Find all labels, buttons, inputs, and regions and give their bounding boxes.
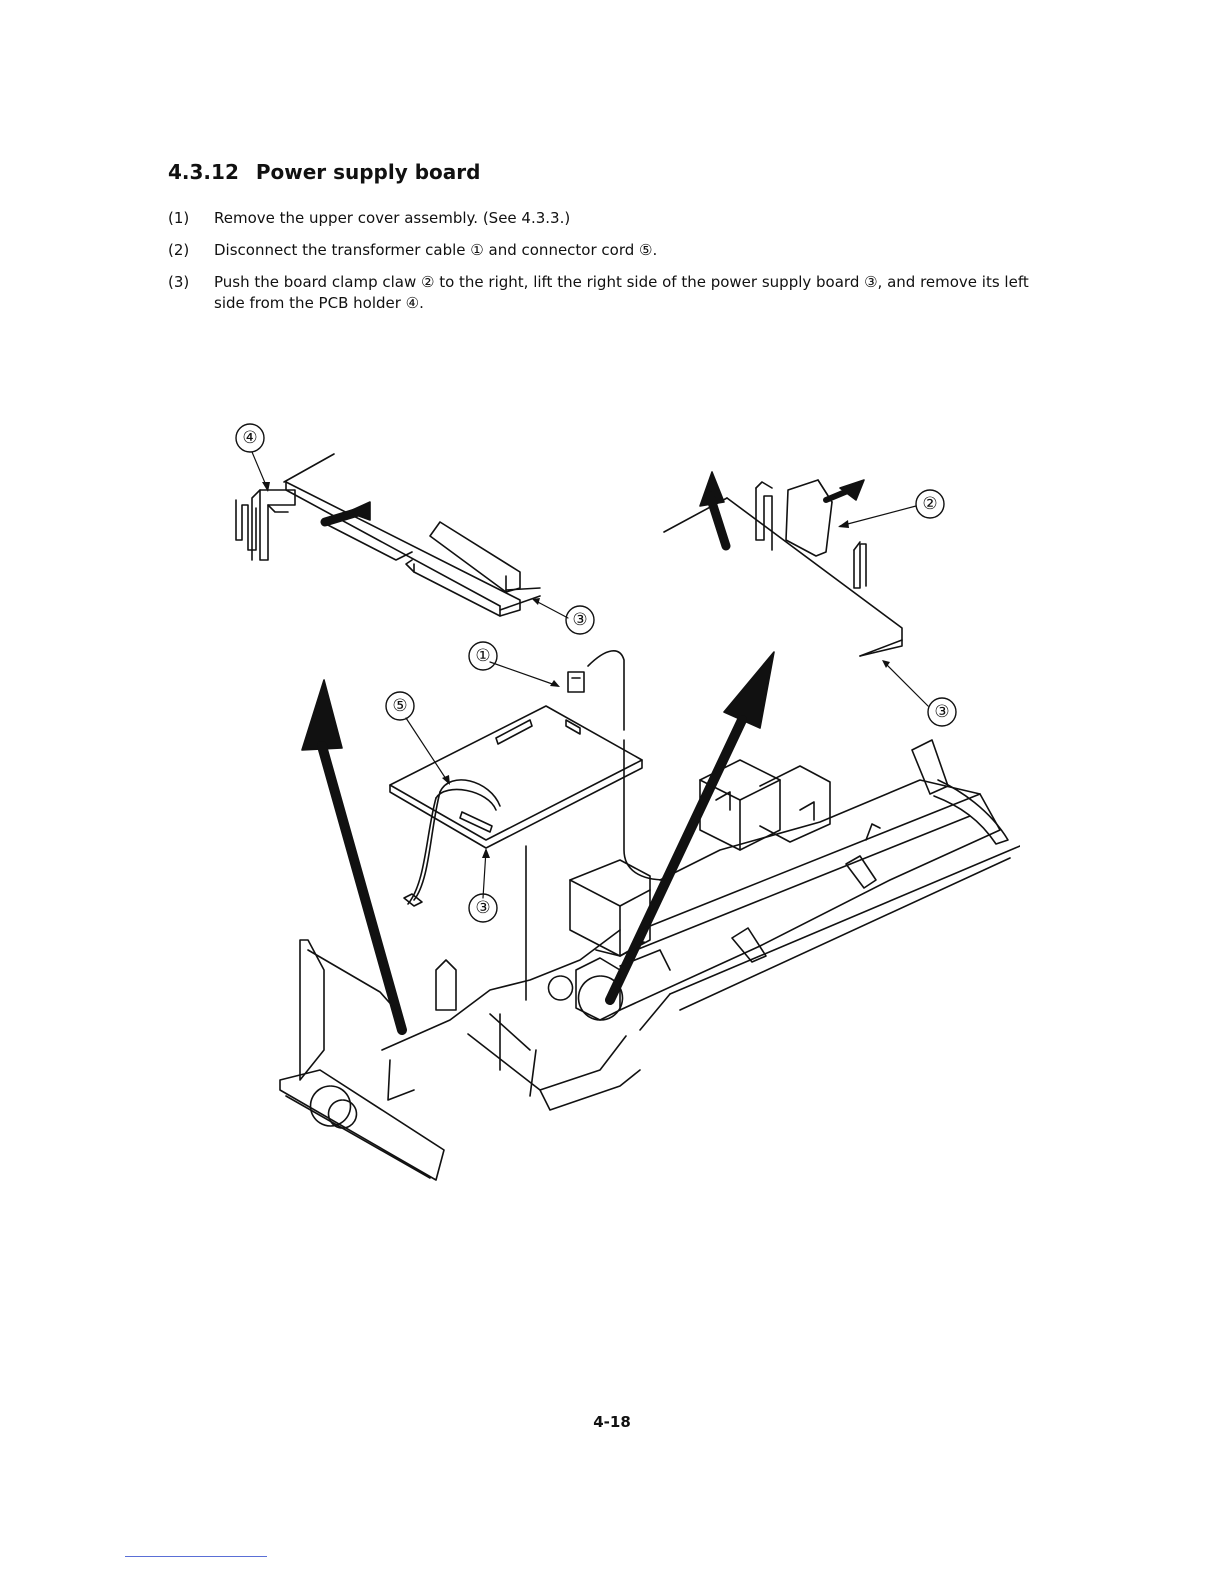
section-heading: 4.3.12 Power supply board bbox=[168, 160, 480, 184]
page-number: 4-18 bbox=[0, 1413, 1224, 1431]
callout-3-left-detail: ③ bbox=[566, 606, 594, 634]
callout-1-transformer-cable: ① bbox=[469, 642, 497, 670]
step-marker: (3) bbox=[168, 272, 189, 293]
lift-arrow-center bbox=[724, 652, 774, 728]
step-item: (1) Remove the upper cover assembly. (Se… bbox=[168, 208, 1048, 229]
callout-3-right-detail: ③ bbox=[928, 698, 956, 726]
callout-2-claw: ② bbox=[916, 490, 944, 518]
callout-4-holder: ④ bbox=[236, 424, 264, 452]
svg-text:④: ④ bbox=[242, 428, 257, 448]
section-number: 4.3.12 bbox=[168, 160, 239, 184]
svg-text:③: ③ bbox=[475, 898, 490, 918]
exploded-view-illustration: ④ ② ③ ① ⑤ ③ ③ bbox=[200, 410, 1020, 1190]
step-text: Push the board clamp claw ② to the right… bbox=[214, 273, 1029, 312]
step-item: (3) Push the board clamp claw ② to the r… bbox=[168, 272, 1048, 314]
board-edge-detail-left bbox=[284, 454, 540, 616]
svg-text:③: ③ bbox=[572, 610, 587, 630]
step-text: Disconnect the transformer cable ① and c… bbox=[214, 241, 657, 259]
callout-leaders bbox=[252, 452, 928, 898]
pcb-holder-drawing bbox=[236, 490, 295, 560]
svg-text:②: ② bbox=[922, 494, 937, 514]
step-text: Remove the upper cover assembly. (See 4.… bbox=[214, 209, 570, 227]
callout-3-board: ③ bbox=[469, 894, 497, 922]
svg-text:①: ① bbox=[475, 646, 490, 666]
printer-base-drawing bbox=[280, 740, 1020, 1180]
svg-text:③: ③ bbox=[934, 702, 949, 722]
power-supply-board-drawing bbox=[390, 651, 666, 1000]
section-title: Power supply board bbox=[256, 160, 481, 184]
svg-text:⑤: ⑤ bbox=[392, 696, 407, 716]
step-item: (2) Disconnect the transformer cable ① a… bbox=[168, 240, 1048, 261]
step-marker: (1) bbox=[168, 208, 189, 229]
callout-5-connector-cord: ⑤ bbox=[386, 692, 414, 720]
footer-rule bbox=[125, 1556, 267, 1557]
procedure-steps: (1) Remove the upper cover assembly. (Se… bbox=[168, 208, 1048, 325]
step-marker: (2) bbox=[168, 240, 189, 261]
lift-arrow-left bbox=[302, 680, 342, 750]
